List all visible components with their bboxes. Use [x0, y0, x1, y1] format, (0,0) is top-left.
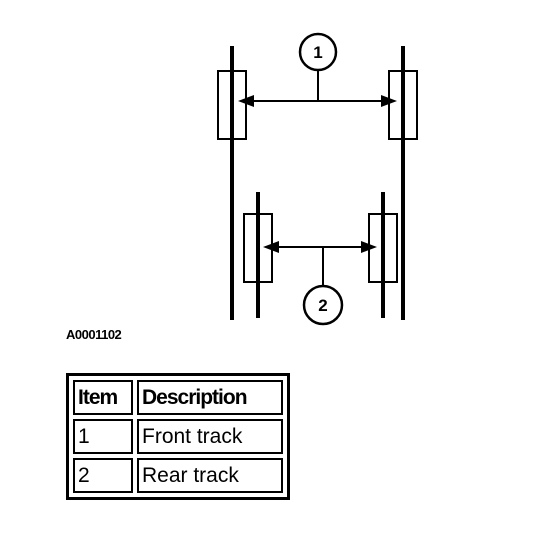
callout-1-number: 1	[313, 43, 322, 62]
legend-header-item: Item	[73, 380, 133, 415]
legend-row-2-item: 2	[73, 458, 133, 493]
callout-2: 2	[302, 284, 344, 326]
front-track-arrow	[238, 70, 397, 107]
track-diagram: 1 2	[217, 32, 418, 326]
front-left-wheel	[217, 70, 247, 140]
legend-row-1-item: 1	[73, 419, 133, 454]
callout-1: 1	[298, 32, 338, 72]
legend-table: Item Description 1 Front track 2 Rear tr…	[66, 373, 290, 500]
figure-code: A0001102	[66, 327, 122, 342]
legend-row-1-description: Front track	[137, 419, 283, 454]
rear-track-arrow	[263, 241, 377, 285]
callout-2-number: 2	[318, 296, 327, 315]
legend-row-2-description: Rear track	[137, 458, 283, 493]
legend-header-description: Description	[137, 380, 283, 415]
front-right-wheel	[388, 70, 418, 140]
